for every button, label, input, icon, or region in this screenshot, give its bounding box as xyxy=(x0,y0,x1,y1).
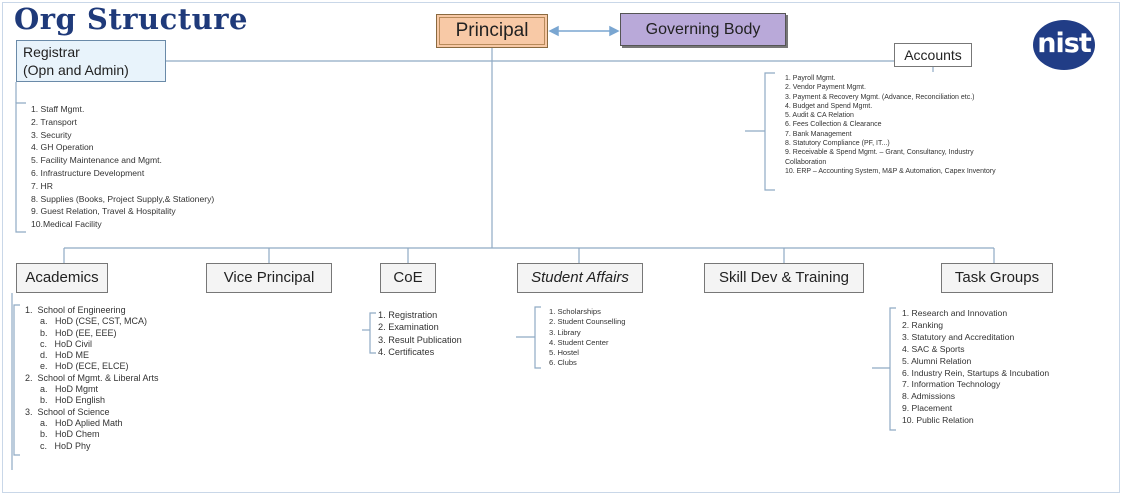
arrow-head-left xyxy=(548,25,559,37)
coe-label: CoE xyxy=(393,269,423,286)
registrar-bracket xyxy=(15,102,26,233)
list-item: 10.Medical Facility xyxy=(31,219,102,230)
list-item: 3. Security xyxy=(31,129,72,140)
list-item: a. HoD Aplied Math xyxy=(25,417,123,428)
list-item: 4. SAC & Sports xyxy=(902,343,965,354)
list-item: 2. Vendor Payment Mgmt. xyxy=(785,84,866,92)
student-affairs-label: Student Affairs xyxy=(531,269,629,286)
list-item: 1. Research and Innovation xyxy=(902,308,1008,318)
governing-body-node: Governing Body xyxy=(620,13,786,46)
list-item: 5. Hostel xyxy=(549,348,579,358)
academics-label: Academics xyxy=(25,269,99,286)
page-title: Org Structure xyxy=(14,2,248,36)
nist-logo: nist xyxy=(1033,20,1095,70)
accounts-bracket xyxy=(764,72,775,191)
academics-list: 1. School of Engineering a. HoD (CSE, CS… xyxy=(25,305,159,452)
list-item: 7. Information Technology xyxy=(902,379,1001,390)
list-item: 9. Guest Relation, Travel & Hospitality xyxy=(31,206,176,217)
list-item: 7. HR xyxy=(31,180,53,191)
list-item: 4. GH Operation xyxy=(31,142,94,153)
list-item: 5. Audit & CA Relation xyxy=(785,112,854,120)
list-item: 2. Transport xyxy=(31,116,77,127)
task-groups-node: Task Groups xyxy=(941,263,1053,293)
skill-dev-node: Skill Dev & Training xyxy=(704,263,864,293)
coe-list: 1. Registration 2. Examination 3. Result… xyxy=(378,309,462,359)
list-item: 3. Payment & Recovery Mgmt. (Advance, Re… xyxy=(785,93,975,101)
logo-text: nist xyxy=(1037,28,1091,59)
list-item: 6. Clubs xyxy=(549,358,577,368)
list-item: 7. Bank Management xyxy=(785,130,852,138)
list-item: 2. Ranking xyxy=(902,319,944,330)
list-item: 10. ERP – Accounting System, M&P & Autom… xyxy=(785,167,996,175)
accounts-node: Accounts xyxy=(894,43,972,67)
list-item: 2. Student Counselling xyxy=(549,317,626,327)
logo-disc xyxy=(1033,20,1095,70)
list-item: 3. Statutory and Accreditation xyxy=(902,331,1015,342)
list-item: a. HoD Mgmt xyxy=(25,384,99,395)
list-item: 5. Facility Maintenance and Mgmt. xyxy=(31,155,162,166)
skill-dev-label: Skill Dev & Training xyxy=(718,269,850,286)
list-item: 3. School of Science xyxy=(25,406,110,417)
list-item: 9. Receivable & Spend Mgmt. – Grant, Con… xyxy=(785,149,974,157)
list-item: 1. Payroll Mgmt. xyxy=(785,75,836,82)
vice-principal-node: Vice Principal xyxy=(206,263,332,293)
list-item: 8. Supplies (Books, Project Supply,& Sta… xyxy=(31,193,215,204)
list-item: e. HoD (ECE, ELCE) xyxy=(25,361,129,372)
coe-bracket xyxy=(369,312,376,354)
list-item: 4. Student Center xyxy=(549,337,609,347)
accounts-label: Accounts xyxy=(904,47,962,63)
list-item: 1. Staff Mgmt. xyxy=(31,104,85,114)
list-item: Collaboration xyxy=(785,158,827,166)
list-item: 3. Result Publication xyxy=(378,334,462,345)
academics-node: Academics xyxy=(16,263,108,293)
principal-label: Principal xyxy=(455,20,529,41)
list-item: 8. Admissions xyxy=(902,391,956,402)
list-item: a. HoD (CSE, CST, MCA) xyxy=(25,316,148,327)
student-affairs-node: Student Affairs xyxy=(517,263,643,293)
list-item: 1. School of Engineering xyxy=(25,305,126,315)
list-item: 5. Alumni Relation xyxy=(902,355,972,366)
list-item: 6. Fees Collection & Clearance xyxy=(785,121,882,129)
list-item: b. HoD Chem xyxy=(25,429,100,440)
governing-body-label: Governing Body xyxy=(645,21,761,38)
student-affairs-bracket xyxy=(534,306,541,369)
list-item: b. HoD (EE, EEE) xyxy=(25,327,117,338)
list-item: b. HoD English xyxy=(25,395,106,406)
academics-bracket xyxy=(13,304,20,456)
student-affairs-list: 1. Scholarships 2. Student Counselling 3… xyxy=(549,307,625,369)
list-item: 4. Budget and Spend Mgmt. xyxy=(785,102,873,110)
list-item: 6. Infrastructure Development xyxy=(31,167,145,178)
list-item: 6. Industry Rein, Startups & Incubation xyxy=(902,367,1050,378)
list-item: 2. School of Mgmt. & Liberal Arts xyxy=(25,372,159,383)
list-item: d. HoD ME xyxy=(25,350,90,361)
list-item: 1. Scholarships xyxy=(549,307,601,316)
task-groups-bracket xyxy=(889,307,896,431)
list-item: c. HoD Phy xyxy=(25,440,91,451)
arrow-head-right xyxy=(609,25,620,37)
list-item: c. HoD Civil xyxy=(25,338,93,349)
principal-node: Principal xyxy=(436,14,548,48)
registrar-sublabel: (Opn and Admin) xyxy=(23,62,129,78)
list-item: 2. Examination xyxy=(378,322,439,333)
registrar-label: Registrar xyxy=(23,44,80,60)
registrar-node: Registrar (Opn and Admin) xyxy=(16,40,166,82)
vice-principal-label: Vice Principal xyxy=(223,269,315,286)
coe-node: CoE xyxy=(380,263,436,293)
accounts-duties-list: 1. Payroll Mgmt. 2. Vendor Payment Mgmt.… xyxy=(785,74,996,176)
list-item: 4. Certificates xyxy=(378,347,435,358)
list-item: 9. Placement xyxy=(902,403,953,414)
list-item: 3. Library xyxy=(549,327,581,337)
registrar-duties-list: 1. Staff Mgmt. 2. Transport 3. Security … xyxy=(31,103,214,231)
task-groups-list: 1. Research and Innovation 2. Ranking 3.… xyxy=(902,308,1049,427)
list-item: 1. Registration xyxy=(378,310,438,320)
task-groups-label: Task Groups xyxy=(954,269,1040,286)
list-item: 10. Public Relation xyxy=(902,415,974,426)
list-item: 8. Statutory Compliance (PF, IT...) xyxy=(785,140,890,148)
